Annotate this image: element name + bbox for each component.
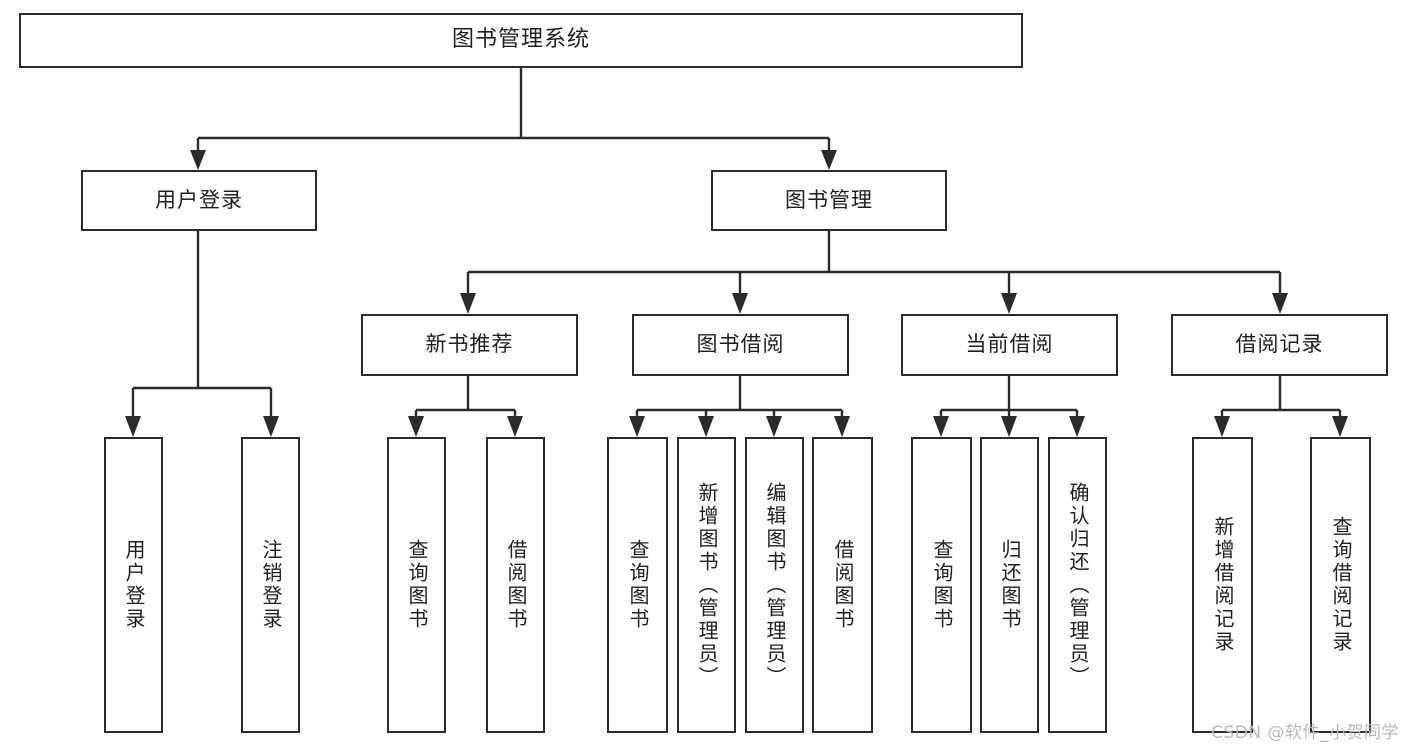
leaf-label: 归还图书 xyxy=(998,539,1022,631)
node-current-borrow[interactable]: 当前借阅 xyxy=(901,314,1118,376)
leaf-label: 查询图书 xyxy=(626,539,650,631)
leaf-label: 注销登录 xyxy=(259,539,283,631)
node-root-system[interactable]: 图书管理系统 xyxy=(19,13,1023,68)
node-borrow-record[interactable]: 借阅记录 xyxy=(1171,314,1388,376)
leaf-borrow-record-query-record[interactable]: 查询借阅记录 xyxy=(1310,437,1371,733)
leaf-borrow-record-add-record[interactable]: 新增借阅记录 xyxy=(1192,437,1253,733)
leaf-label: 确认归还（管理员） xyxy=(1066,481,1090,689)
leaf-label: 用户登录 xyxy=(122,539,146,631)
leaf-new-book-borrow-book[interactable]: 借阅图书 xyxy=(486,437,545,733)
leaf-current-borrow-return-book[interactable]: 归还图书 xyxy=(980,437,1039,733)
leaf-book-borrow-borrow-book[interactable]: 借阅图书 xyxy=(812,437,873,733)
leaf-current-borrow-confirm-return-admin[interactable]: 确认归还（管理员） xyxy=(1048,437,1107,733)
leaf-label: 编辑图书（管理员） xyxy=(763,481,787,689)
leaf-book-borrow-add-book-admin[interactable]: 新增图书（管理员） xyxy=(677,437,736,733)
leaf-label: 查询借阅记录 xyxy=(1329,516,1353,654)
leaf-label: 查询图书 xyxy=(930,539,954,631)
leaf-book-borrow-query-book[interactable]: 查询图书 xyxy=(607,437,668,733)
leaf-label: 查询图书 xyxy=(405,539,429,631)
leaf-label: 借阅图书 xyxy=(831,539,855,631)
leaf-user-login-login[interactable]: 用户登录 xyxy=(104,437,163,733)
node-book-management[interactable]: 图书管理 xyxy=(711,170,947,231)
node-new-book-recommend[interactable]: 新书推荐 xyxy=(361,314,578,376)
leaf-label: 借阅图书 xyxy=(504,539,528,631)
node-user-login[interactable]: 用户登录 xyxy=(81,170,317,231)
leaf-current-borrow-query-book[interactable]: 查询图书 xyxy=(911,437,972,733)
leaf-label: 新增借阅记录 xyxy=(1211,516,1235,654)
leaf-user-login-logout[interactable]: 注销登录 xyxy=(241,437,300,733)
node-book-borrow[interactable]: 图书借阅 xyxy=(632,314,849,376)
leaf-label: 新增图书（管理员） xyxy=(695,481,719,689)
leaf-book-borrow-edit-book-admin[interactable]: 编辑图书（管理员） xyxy=(745,437,804,733)
leaf-new-book-query-book[interactable]: 查询图书 xyxy=(387,437,446,733)
csdn-watermark: CSDN @软件_小贺同学 xyxy=(1211,723,1399,743)
